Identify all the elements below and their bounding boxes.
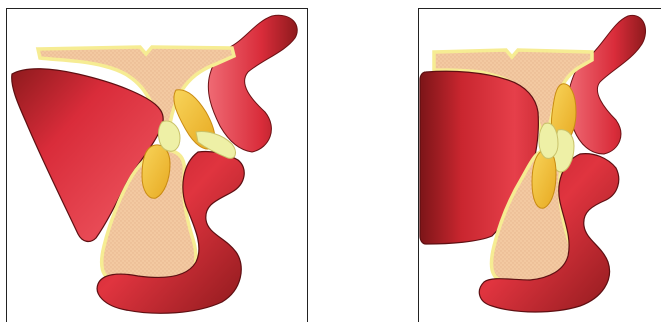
diagram-panel-right — [330, 0, 662, 322]
lower-incisor-crown — [159, 121, 180, 151]
upper-lip-tissue — [568, 15, 645, 154]
lower-incisor-crown — [539, 123, 558, 158]
diagram-panel-left — [0, 0, 330, 322]
sagittal-diagram-right — [330, 0, 662, 322]
sagittal-diagram-left — [0, 0, 330, 322]
upper-lip-tissue — [208, 15, 297, 152]
